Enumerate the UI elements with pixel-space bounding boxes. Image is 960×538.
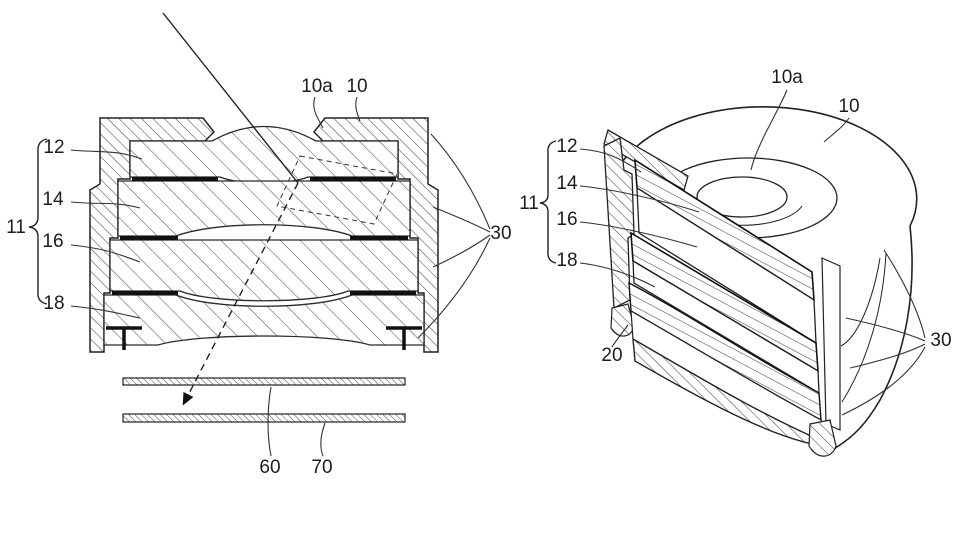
label-right-14: 14 <box>556 173 578 194</box>
lens-16-section <box>109 239 419 302</box>
label-left-60: 60 <box>259 457 280 478</box>
barrel-wall-contour <box>841 252 887 403</box>
label-right-12: 12 <box>556 136 577 157</box>
label-right-18: 18 <box>556 250 577 271</box>
leader-lines-left-figure <box>28 96 491 457</box>
leader-lines-right-figure <box>539 89 926 416</box>
brace-11-left <box>28 138 48 305</box>
label-left-11: 11 <box>6 217 26 238</box>
barrel-outer-rim <box>615 105 918 227</box>
spacer-bars <box>112 177 416 295</box>
label-right-11: 11 <box>519 193 539 214</box>
refracted-ray-arrow <box>182 182 299 406</box>
figure-cross-section: 12 14 16 18 11 10a 10 30 60 70 <box>6 12 512 478</box>
incident-ray <box>162 12 299 184</box>
label-left-70: 70 <box>311 457 332 478</box>
label-left-12: 12 <box>43 137 64 158</box>
lens-18-section <box>103 294 425 346</box>
lens-14-section <box>117 180 411 237</box>
filter-60-plate <box>122 377 406 386</box>
labels-right-figure: 10a 10 12 14 11 16 18 20 30 <box>519 67 951 366</box>
label-right-20: 20 <box>601 345 622 366</box>
barrel-bottom-feet <box>106 326 422 350</box>
label-left-16: 16 <box>42 231 63 252</box>
label-left-10a: 10a <box>301 76 333 97</box>
label-left-30: 30 <box>490 223 511 244</box>
sensor-70-plate <box>122 413 406 423</box>
label-left-18: 18 <box>43 293 64 314</box>
brace-11-right <box>539 140 557 264</box>
barrel-bottom-band <box>632 337 838 448</box>
opening-10a-hole <box>696 176 788 218</box>
label-left-10: 10 <box>346 76 367 97</box>
barrel-left-wall-section <box>89 117 216 353</box>
cut-wedge-top <box>603 129 689 191</box>
inner-bore-wall <box>821 257 841 431</box>
label-right-10a: 10a <box>771 67 803 88</box>
barrel-under-arc <box>840 257 881 347</box>
figure-perspective-cutaway: 10a 10 12 14 11 16 18 20 30 <box>519 67 952 457</box>
barrel-outer-wall <box>836 225 913 448</box>
phantom-prism-outline <box>276 155 398 225</box>
label-left-14: 14 <box>42 189 64 210</box>
label-right-16: 16 <box>556 209 577 230</box>
labels-left-figure: 12 14 16 18 11 10a 10 30 60 70 <box>6 76 511 478</box>
label-right-10: 10 <box>838 96 859 117</box>
label-right-30: 30 <box>930 330 951 351</box>
foot-right <box>808 419 837 457</box>
barrel-right-wall-section <box>312 117 439 353</box>
